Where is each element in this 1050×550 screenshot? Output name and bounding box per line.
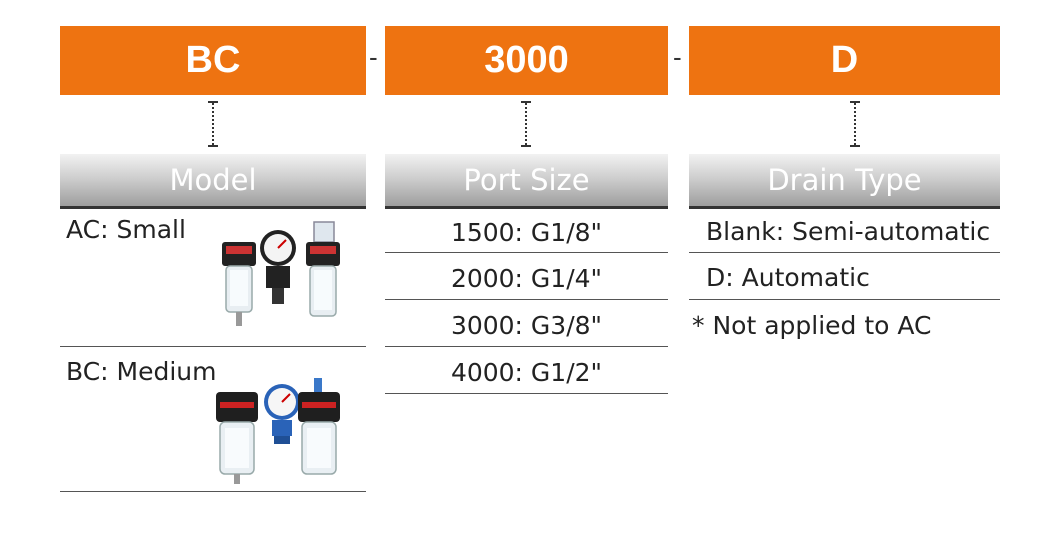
port-size-item: 3000: G3/8"	[450, 311, 603, 340]
row-divider	[385, 346, 668, 347]
code-segment-port-size: 3000	[385, 26, 668, 95]
code-segment-model: BC	[60, 26, 366, 95]
header-port-size: Port Size	[385, 154, 668, 209]
drain-type-item: Blank: Semi-automatic	[706, 217, 991, 246]
header-drain-type: Drain Type	[689, 154, 1000, 209]
code-separator: -	[673, 42, 682, 72]
row-divider	[60, 491, 366, 492]
port-size-item: 2000: G1/4"	[450, 264, 603, 293]
model-item-label: BC: Medium	[66, 357, 217, 386]
drain-type-item: D: Automatic	[706, 263, 870, 292]
code-segment-drain-type: D	[689, 26, 1000, 95]
header-model: Model	[60, 154, 366, 209]
drain-type-note: * Not applied to AC	[692, 311, 932, 340]
port-size-item: 4000: G1/2"	[450, 358, 603, 387]
connector-port-size	[521, 101, 531, 147]
frl-unit-medium-icon	[216, 378, 340, 484]
port-size-item: 1500: G1/8"	[450, 218, 603, 247]
connector-drain-type	[850, 101, 860, 147]
row-divider	[385, 393, 668, 394]
code-separator: -	[369, 42, 378, 72]
row-divider	[689, 252, 1000, 253]
row-divider	[385, 252, 668, 253]
row-divider	[385, 299, 668, 300]
row-divider	[689, 299, 1000, 300]
connector-model	[208, 101, 218, 147]
model-item-label: AC: Small	[66, 215, 186, 244]
row-divider	[60, 346, 366, 347]
frl-unit-small-icon	[222, 221, 340, 326]
